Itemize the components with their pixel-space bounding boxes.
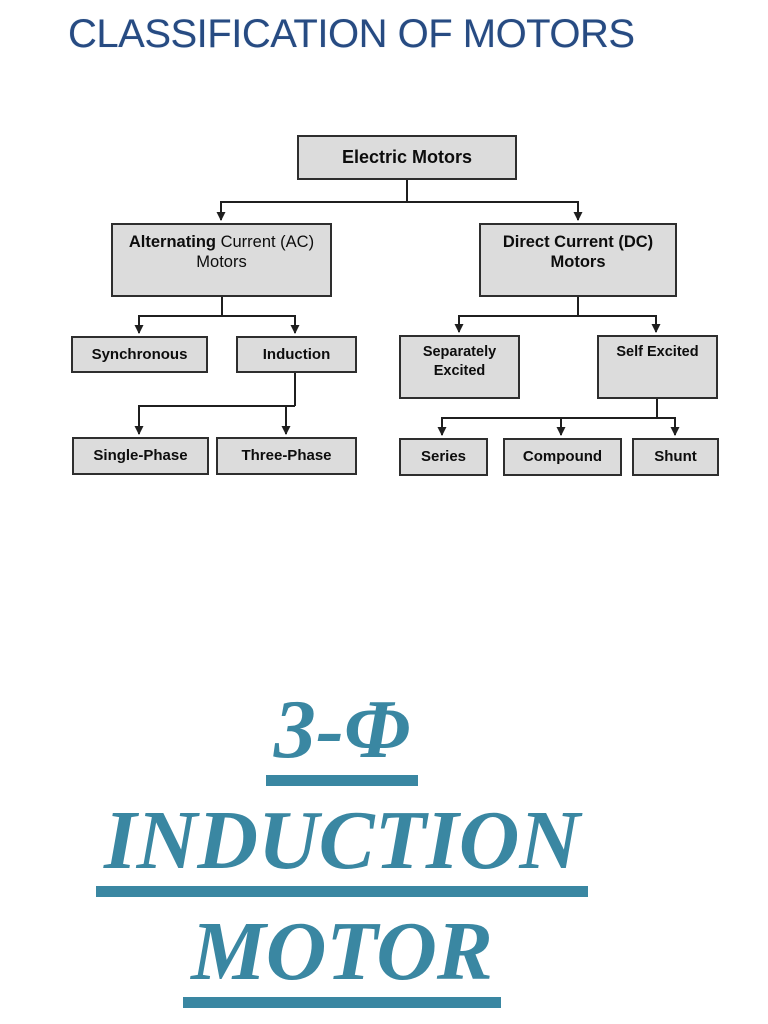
flowchart-connectors xyxy=(134,180,680,436)
node-ac-motors-line2: Motors xyxy=(196,253,247,271)
node-three-phase: Three-Phase xyxy=(216,437,357,475)
node-shunt: Shunt xyxy=(632,438,719,476)
node-separately-excited: Separately Excited xyxy=(399,335,520,399)
page-title: CLASSIFICATION OF MOTORS xyxy=(68,12,635,56)
node-dc-motors: Direct Current (DC) Motors xyxy=(479,223,677,297)
node-dc-motors-line2: Motors xyxy=(550,253,606,271)
node-self-excited: Self Excited xyxy=(597,335,718,399)
node-dc-motors-line1: Direct Current (DC) xyxy=(502,233,654,251)
motor-classification-flowchart: Electric Motors Alternating Current (AC)… xyxy=(71,135,719,476)
heading-line-3phase: 3-Φ xyxy=(0,688,684,786)
heading-line-motor: MOTOR xyxy=(0,910,684,1008)
node-compound: Compound xyxy=(503,438,622,476)
node-single-phase: Single-Phase xyxy=(72,437,209,475)
node-ac-motors: Alternating Current (AC) Motors xyxy=(111,223,332,297)
node-ac-motors-line1: Alternating Current (AC) xyxy=(128,233,315,251)
node-series: Series xyxy=(399,438,488,476)
node-electric-motors-label: Electric Motors xyxy=(341,147,473,167)
heading-line-induction: INDUCTION xyxy=(0,799,684,897)
node-synchronous: Synchronous xyxy=(71,336,208,373)
node-electric-motors: Electric Motors xyxy=(297,135,517,180)
induction-motor-heading: 3-Φ INDUCTION MOTOR xyxy=(0,688,684,1021)
node-induction: Induction xyxy=(236,336,357,373)
